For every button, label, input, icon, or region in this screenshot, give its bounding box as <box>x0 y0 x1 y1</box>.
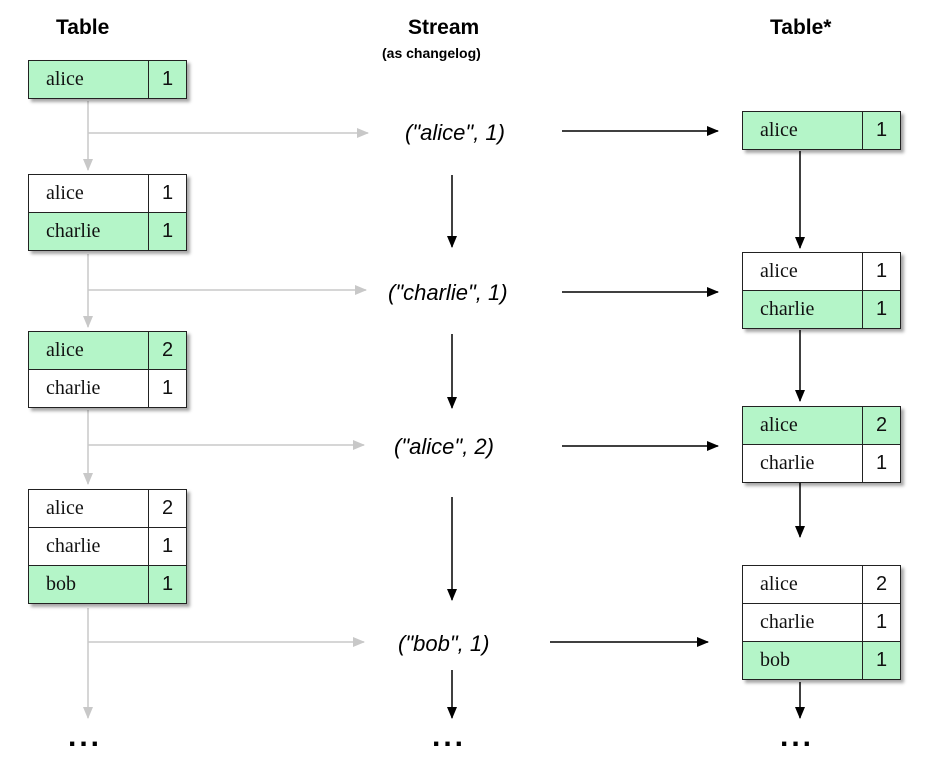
header-table-star: Table* <box>770 16 832 39</box>
table-row: alice 2 <box>743 407 900 444</box>
row-key: alice <box>743 112 863 149</box>
row-value: 2 <box>161 339 174 361</box>
table-row: alice 2 <box>743 566 900 603</box>
stream-record: ("charlie", 1) <box>388 280 508 305</box>
row-key: charlie <box>743 445 863 482</box>
row-value: 1 <box>875 649 888 671</box>
row-value: 2 <box>161 497 174 519</box>
row-value: 2 <box>875 414 888 436</box>
row-value: 1 <box>875 260 888 282</box>
table-row: charlie 1 <box>743 290 900 328</box>
ellipsis-center: ... <box>432 720 467 753</box>
table-row: charlie 1 <box>29 527 186 565</box>
row-value: 1 <box>161 377 174 399</box>
table-row: alice 2 <box>29 332 186 369</box>
row-key: alice <box>29 61 149 98</box>
header-stream: Stream <box>408 16 480 39</box>
row-value: 1 <box>161 182 174 204</box>
table-row: charlie 1 <box>29 369 186 407</box>
row-key: alice <box>29 490 149 527</box>
row-key: charlie <box>29 213 149 250</box>
table-row: bob 1 <box>743 641 900 679</box>
table-row: bob 1 <box>29 565 186 603</box>
table-row: charlie 1 <box>743 603 900 641</box>
stream-record: ("bob", 1) <box>398 631 490 656</box>
row-key: alice <box>743 566 863 603</box>
row-key: alice <box>743 253 863 290</box>
row-key: charlie <box>29 528 149 565</box>
ellipsis-left: ... <box>68 720 103 753</box>
right-table-2: alice 1 charlie 1 <box>742 252 901 329</box>
row-value: 1 <box>875 611 888 633</box>
ellipsis-right: ... <box>780 720 815 753</box>
left-table-4: alice 2 charlie 1 bob 1 <box>28 489 187 604</box>
row-key: alice <box>29 175 149 212</box>
right-table-4: alice 2 charlie 1 bob 1 <box>742 565 901 680</box>
row-key: charlie <box>743 604 863 641</box>
row-value: 1 <box>161 68 174 90</box>
row-key: alice <box>29 332 149 369</box>
table-row: alice 1 <box>29 175 186 212</box>
header-table: Table <box>56 16 110 39</box>
row-value: 1 <box>161 220 174 242</box>
header-stream-subtitle: (as changelog) <box>382 45 481 61</box>
row-key: charlie <box>29 370 149 407</box>
row-key: charlie <box>743 291 863 328</box>
right-table-3: alice 2 charlie 1 <box>742 406 901 483</box>
row-key: bob <box>29 566 149 603</box>
row-value: 1 <box>161 535 174 557</box>
left-table-2: alice 1 charlie 1 <box>28 174 187 251</box>
row-key: bob <box>743 642 863 679</box>
table-row: charlie 1 <box>29 212 186 250</box>
table-row: alice 1 <box>743 253 900 290</box>
table-row: alice 1 <box>743 112 900 149</box>
row-value: 2 <box>875 573 888 595</box>
row-value: 1 <box>875 298 888 320</box>
stream-record: ("alice", 2) <box>394 434 494 459</box>
row-key: alice <box>743 407 863 444</box>
row-value: 1 <box>875 452 888 474</box>
row-value: 1 <box>875 119 888 141</box>
left-table-3: alice 2 charlie 1 <box>28 331 187 408</box>
stream-record: ("alice", 1) <box>405 120 505 145</box>
row-value: 1 <box>161 573 174 595</box>
table-row: alice 2 <box>29 490 186 527</box>
table-row: charlie 1 <box>743 444 900 482</box>
table-row: alice 1 <box>29 61 186 98</box>
left-table-1: alice 1 <box>28 60 187 99</box>
right-table-1: alice 1 <box>742 111 901 150</box>
